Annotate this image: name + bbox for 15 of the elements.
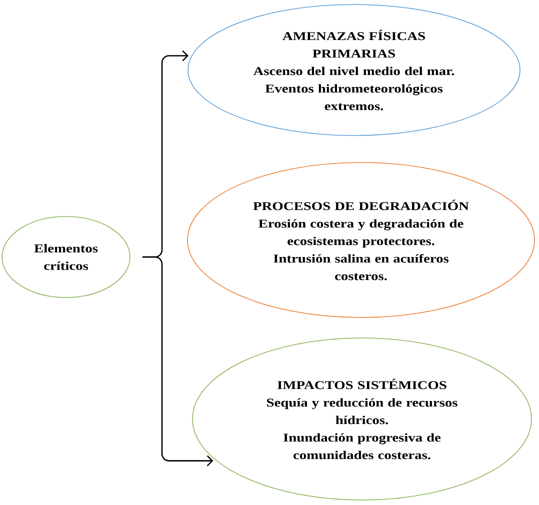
heading: AMENAZAS FÍSICAS PRIMARIAS bbox=[282, 30, 425, 58]
body-text: Erosión costera y degradación de ecosistemas protectores. bbox=[258, 219, 464, 248]
body-text: Ascenso del nivel medio del mar. bbox=[253, 66, 454, 76]
body-text: Sequía y reducción de recursos hídricos. bbox=[267, 398, 458, 424]
ellipse bbox=[187, 162, 535, 318]
heading: IMPACTOS SISTÉMICOS bbox=[278, 378, 446, 390]
ellipse bbox=[2, 216, 130, 298]
body-text: Intrusión salina en acuíferos costeros. bbox=[274, 254, 449, 280]
ellipse bbox=[192, 338, 532, 500]
body-text: Inundación progresiva de comunidades costeras. bbox=[284, 433, 441, 460]
heading: PROCESOS DE DEGRADACIÓN bbox=[253, 200, 469, 210]
ellipse bbox=[188, 4, 520, 136]
node-text: Elementos críticos bbox=[34, 244, 98, 270]
arrow bbox=[142, 256, 214, 466]
body-text: Eventos hidrometeorológicos extremos. bbox=[265, 84, 443, 110]
